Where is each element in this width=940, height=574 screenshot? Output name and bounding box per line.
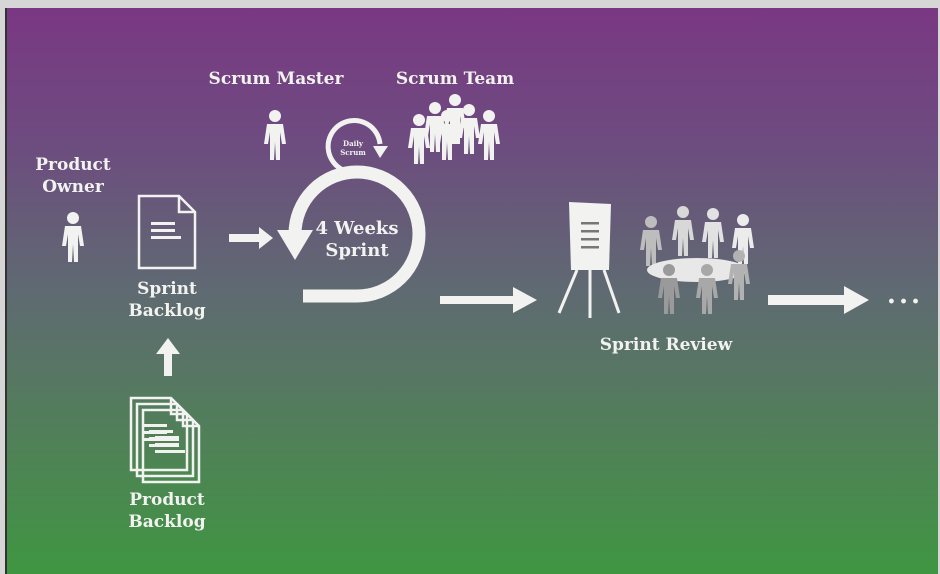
scrum-master-person-icon [264,110,286,160]
daily-scrum-label-line2: Scrum [340,148,366,157]
sprint-review-label: Sprint Review [599,335,733,355]
scrum-team-label: Scrum Team [395,69,515,89]
daily-scrum-loop-icon [325,118,388,173]
sprint-backlog-label-line2: Backlog [128,301,206,321]
flip-chart-icon [557,202,621,318]
right-arrow-icon [229,227,273,249]
product-backlog-label-line2: Backlog [128,512,206,532]
product-backlog-label-line1: Product [129,490,205,510]
product-owner-label-line2: Owner [42,177,104,197]
sprint-review-group-icon [640,206,754,314]
product-owner-label-line1: Product [35,155,111,175]
sprint-backlog-label-line1: Sprint [137,279,197,299]
product-backlog-documents-icon [129,396,201,484]
sprint-loop-icon [277,165,426,303]
diagram-graphics [62,94,869,484]
scrum-team-people-icon [408,94,500,164]
daily-scrum-label-line1: Daily [343,139,363,148]
continuation-ellipsis: ... [886,280,924,310]
sprint-label-line1: 4 Weeks [315,218,399,239]
product-owner-person-icon [62,212,84,262]
scrum-master-label: Scrum Master [208,69,344,89]
scrum-diagram: Scrum Master Scrum Team Product Owner Sp… [5,8,938,574]
up-arrow-icon [156,338,180,376]
right-arrow-icon [768,286,869,314]
sprint-backlog-document-icon [137,194,197,270]
right-arrow-icon [440,287,537,313]
sprint-label-line2: Sprint [325,240,389,261]
